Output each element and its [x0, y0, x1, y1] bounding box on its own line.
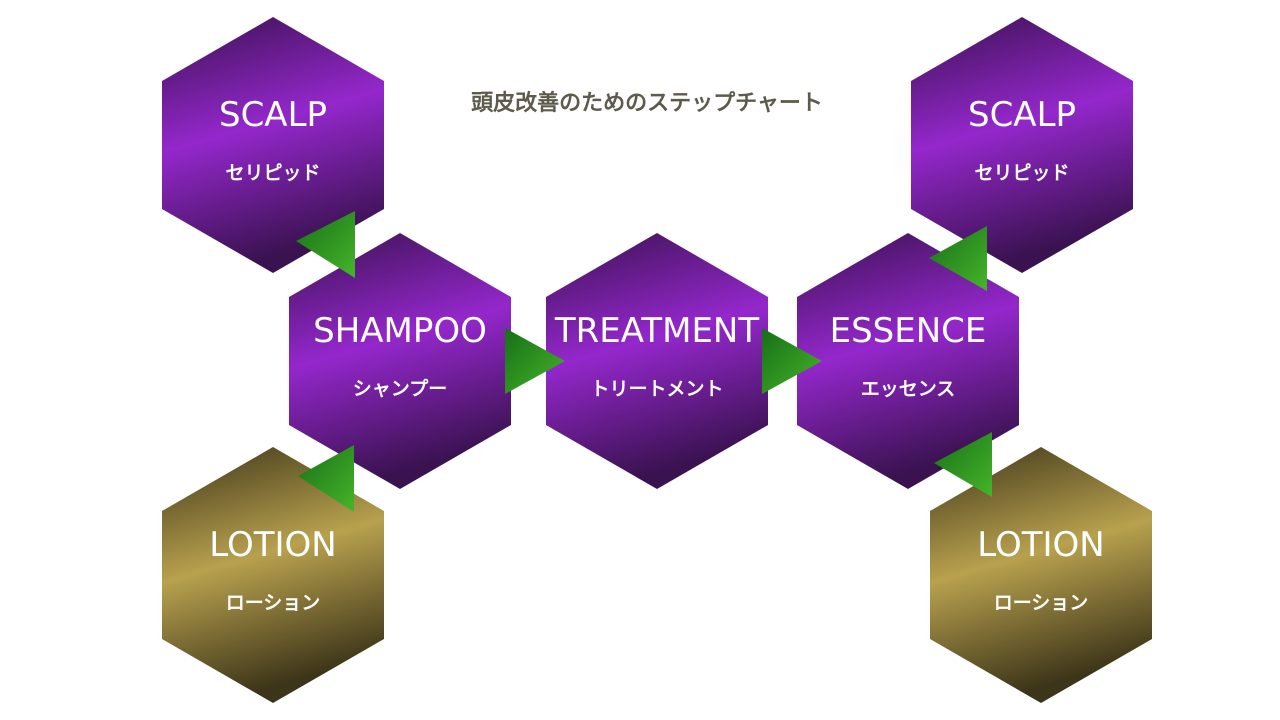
hex-node-shampoo: SHAMPOO シャンプー	[289, 233, 511, 489]
hex-subtitle: セリピッド	[974, 162, 1069, 184]
hex-node-scalp-right: SCALP セリピッド	[911, 17, 1133, 273]
hex-shape	[546, 233, 768, 489]
hex-node-lotion-right: LOTION ローション	[930, 447, 1152, 703]
hex-shape	[162, 17, 384, 273]
hex-title: SCALP	[968, 95, 1076, 135]
hex-subtitle: エッセンス	[861, 378, 956, 400]
arrow-essence-to-lotion-right	[934, 432, 992, 497]
arrow-essence-to-scalp-right	[929, 226, 987, 291]
hex-shape	[162, 447, 384, 703]
hex-node-lotion-left: LOTION ローション	[162, 447, 384, 703]
hex-node-treatment: TREATMENT トリートメント	[546, 233, 768, 489]
arrow-treatment-to-essence	[762, 328, 822, 394]
hex-title: ESSENCE	[830, 311, 987, 351]
arrow-shampoo-to-treatment	[505, 328, 565, 394]
hex-title: SCALP	[219, 95, 327, 135]
hex-title: TREATMENT	[554, 311, 760, 351]
arrow-shampoo-to-scalp-left	[296, 211, 355, 278]
hex-title: LOTION	[977, 525, 1104, 565]
hex-subtitle: トリートメント	[590, 378, 723, 400]
hex-node-scalp-left: SCALP セリピッド	[162, 17, 384, 273]
diagram-title: 頭皮改善のためのステップチャート	[471, 90, 823, 116]
hex-shape	[289, 233, 511, 489]
hex-subtitle: ローション	[994, 592, 1089, 614]
hex-subtitle: セリピッド	[225, 162, 320, 184]
hex-title: SHAMPOO	[313, 311, 487, 351]
hex-subtitle: ローション	[226, 592, 321, 614]
hex-shape	[911, 17, 1133, 273]
hex-title: LOTION	[209, 525, 336, 565]
hex-node-essence: ESSENCE エッセンス	[797, 233, 1019, 489]
hex-subtitle: シャンプー	[353, 377, 447, 400]
arrow-shampoo-to-lotion-left	[298, 445, 354, 512]
hex-shape	[797, 233, 1019, 489]
hex-shape	[930, 447, 1152, 703]
